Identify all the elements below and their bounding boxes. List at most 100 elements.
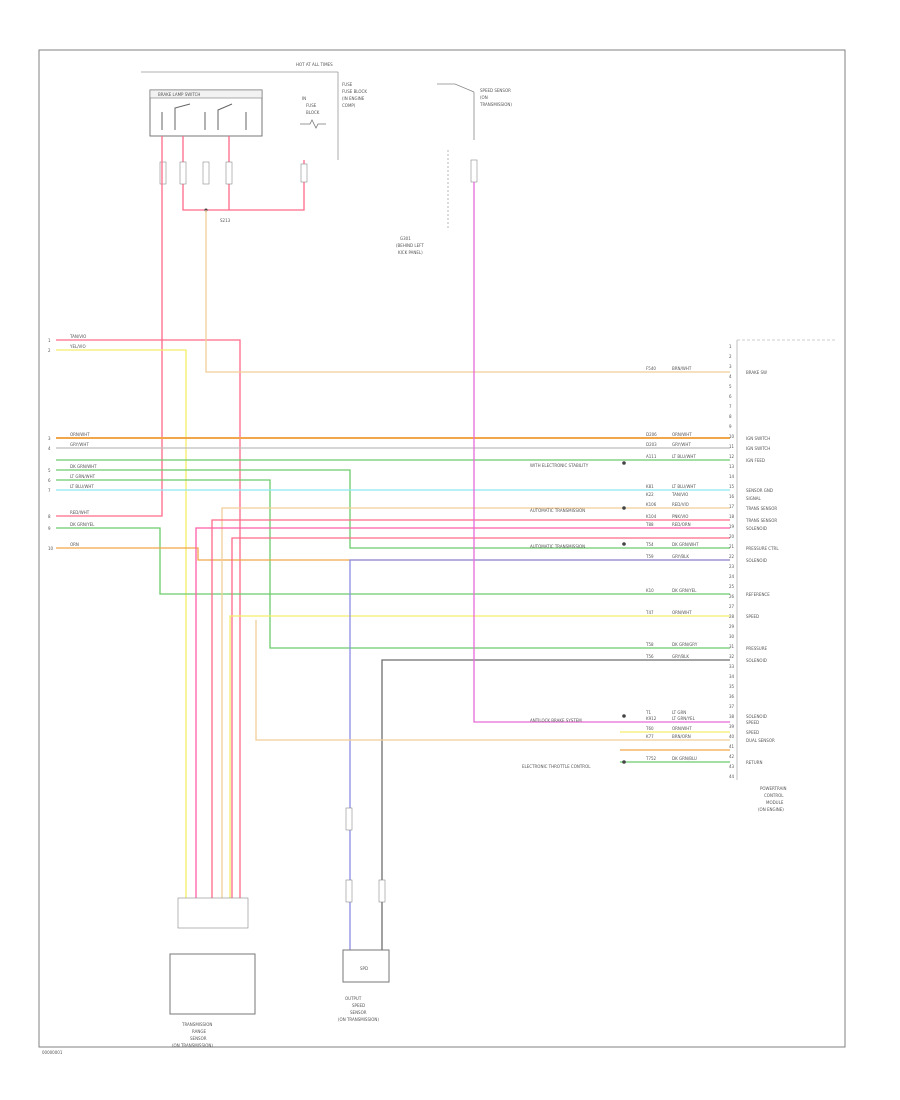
right-circuit-desc: SOLENOID [746,658,767,663]
right-wire-color: LT BLU/WHT [672,484,696,489]
pcm-label-2: CONTROL [764,793,784,798]
output-speed-label-4: (ON TRANSMISSION) [338,1017,379,1022]
range-sensor-label-2: RANGE [192,1029,206,1034]
output-speed-label-1: OUTPUT [345,996,362,1001]
diagram-frame [38,49,846,1048]
right-circuit-code: T752 [645,756,657,761]
range-sensor-label-4: (ON TRANSMISSION) [172,1043,213,1048]
right-wire-color: LT BLU/WHT [672,454,696,459]
right-circuit-desc: TRANS SENSOR [745,518,777,523]
right-circuit-code: K104 [646,514,657,519]
right-circuit-code: K912 [646,716,657,721]
inline-label-a: WITH ELECTRONIC STABILITY [530,463,589,468]
right-pin-number: 41 [729,744,735,749]
right-circuit-code: K106 [646,502,657,507]
right-wire-color: DK GRN/YEL [672,588,697,593]
fuse-inner-3: BLOCK [306,110,320,115]
right-pin-number: 9 [729,424,732,429]
pcm-label-1: POWERTRAIN [760,786,787,791]
right-wire-color: RED/ORN [672,522,691,527]
right-pin-number: 8 [729,414,732,419]
brake-lamp-switch-title: BRAKE LAMP SWITCH [158,92,200,97]
right-pin-number: 12 [729,454,735,459]
right-wire-color: GRY/WHT [672,442,691,447]
left-wire-label: YEL/VIO [69,344,86,349]
right-wire-color: PNK/VIO [672,514,688,519]
wire-magenta [473,182,730,723]
right-pin-number: 23 [729,564,735,569]
left-wire-label: DK GRN/YEL [70,522,95,527]
right-pin-number: 13 [729,464,735,469]
sensor-top-label-2: (ON [480,95,488,100]
right-circuit-desc: IGN SWITCH [746,446,770,451]
left-pin-number: 9 [48,526,51,531]
right-circuit-code: T54 [645,542,654,547]
left-wire-label: TAN/VIO [69,334,86,339]
inline-dot-a [622,461,626,465]
ground-label-3: KICK PANEL) [398,250,423,255]
left-wire-label: LT GRN/WHT [70,474,96,479]
right-pin-number: 20 [729,534,735,539]
wire-darkgray [381,659,730,952]
left-wire-label: GRY/WHT [70,442,89,447]
ground-label-1: G301 [400,236,411,241]
wire-tan-vio [56,339,241,900]
right-connector: 1234567891011121314151617181920212223242… [729,339,837,780]
range-sensor-label-3: SENSOR [190,1036,207,1041]
right-circuit-code: T60 [645,726,654,731]
right-wire-color: LT GRN/YEL [672,716,696,721]
right-circuit-desc: SENSOR GND [746,488,773,493]
right-circuit-code: A111 [646,454,657,459]
right-circuit-desc: IGN SWITCH [746,436,770,441]
left-pin-number: 7 [48,488,51,493]
stub-connector-1 [159,161,167,185]
stub-connector-3 [202,161,210,185]
right-wire-color: DK GRN/WHT [672,542,699,547]
brake-lamp-switch-header [149,89,263,99]
wire-tan-signal [205,210,730,373]
right-pin-number: 35 [729,684,735,689]
right-pin-number: 7 [729,404,732,409]
fuse-side-text-2: FUSE BLOCK [342,89,367,94]
right-circuit-code: T1 [645,710,651,715]
sensor-top-label-3: TRANSMISSION) [479,102,512,107]
right-pin-number: 24 [729,574,735,579]
right-circuit-desc: BRAKE SW [746,370,767,375]
ground-label-2: (BEHIND LEFT [396,243,424,248]
left-pin-number: 2 [48,348,51,353]
speed-sensor-top-group: SPEED SENSOR (ON TRANSMISSION) G301 (BEH… [396,83,512,255]
right-pin-number: 26 [729,594,735,599]
left-pin-number: 1 [48,338,51,343]
right-circuit-desc: RETURN [746,760,762,765]
right-circuit-code: T58 [645,642,654,647]
right-pin-number: 18 [729,514,735,519]
range-sensor-box [169,953,256,1015]
right-circuit-desc: SPEED [746,720,759,725]
right-wire-color: BRN/WHT [672,366,692,371]
right-pin-number: 31 [729,644,735,649]
right-circuit-code: D203 [646,442,657,447]
violet-connector-stub [345,807,353,831]
wire-dkgrn-yel [56,527,730,595]
range-sensor-label-1: TRANSMISSION [181,1022,212,1027]
right-pin-number: 33 [729,664,735,669]
right-pin-number: 16 [729,494,735,499]
right-wire-color: RED/VIO [672,502,689,507]
right-pin-number: 10 [729,434,735,439]
wires-layer [56,136,730,952]
right-pin-number: 1 [729,344,732,349]
right-pin-number: 5 [729,384,732,389]
right-circuit-code: T56 [645,654,654,659]
output-speed-label-3: SENSOR [350,1010,367,1015]
fuse-side-text-4: COMP) [342,103,356,108]
fuse-inner-1: IN [302,96,306,101]
right-circuit-desc: REFERENCE [746,592,770,597]
right-pin-number: 30 [729,634,735,639]
sensor-top-lead [437,83,475,93]
inline-label-d: ANTILOCK BRAKE SYSTEM [530,718,582,723]
right-circuit-desc: SIGNAL [746,496,762,501]
right-pin-number: 19 [729,524,735,529]
